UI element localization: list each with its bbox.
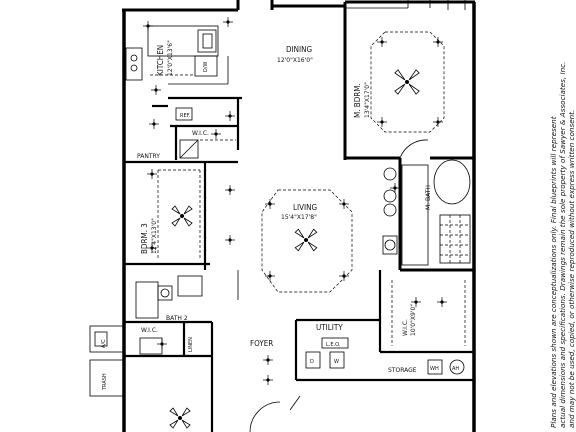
light-fixture-icon: [149, 119, 159, 129]
ref-label: REF.: [180, 113, 191, 119]
washer-label: W: [334, 359, 339, 365]
foyer-label: FOYER: [250, 339, 273, 348]
light-fixture-icon: [377, 117, 387, 127]
light-fixture-icon: [211, 129, 221, 139]
dw-label: D/W: [203, 61, 209, 72]
kitchen-size: 12'0"X13'6": [167, 40, 174, 76]
pantry-label: PANTRY: [137, 153, 160, 160]
trash-label: TRASH: [102, 373, 108, 391]
light-fixture-icon: [411, 297, 421, 307]
utility-label: UTILITY: [316, 323, 343, 332]
light-fixture-icon: [437, 297, 447, 307]
dining-room: DINING 12'0"X16'0": [277, 45, 313, 64]
hall-closets: REF. W.I.C. PANTRY: [124, 107, 238, 164]
kitchen: D/W KITCHEN 12'0"X13'6": [125, 25, 242, 150]
master-bedroom-size: 13'4"X17'0": [364, 82, 371, 118]
light-fixture-icon: [225, 111, 235, 121]
ac-label: A/C: [101, 339, 107, 348]
disclaimer-line-2: actual dimensions and specifications. Dr…: [558, 62, 567, 428]
shower-tile: [440, 215, 470, 263]
master-bedroom-fan-icon: [394, 69, 420, 95]
light-fixture-icon: [225, 185, 235, 195]
light-fixtures: [143, 17, 447, 385]
wh-label: WH: [430, 366, 439, 372]
light-fixture-icon: [223, 17, 233, 27]
wic-upper-label: W.I.C.: [192, 130, 209, 137]
living-size: 15'4"X17'8": [281, 214, 317, 221]
living-label: LIVING: [293, 203, 317, 212]
dining-label: DINING: [286, 45, 312, 54]
light-fixture-icon: [377, 37, 387, 47]
bedroom3-label: BDRM. 3: [140, 223, 149, 254]
master-wic: W.I.C. 10'0"X9'0": [378, 270, 474, 354]
storage: STORAGE WH AH: [380, 359, 474, 382]
light-fixture-icon: [225, 235, 235, 245]
light-fixture-icon: [157, 339, 167, 349]
linen-label: LINEN: [188, 337, 194, 352]
ah-label: AH: [452, 366, 459, 372]
bedroom3-fan-icon: [171, 205, 193, 227]
storage-label: STORAGE: [388, 367, 417, 374]
wic-lower-label: W.I.C.: [141, 327, 158, 334]
light-fixture-icon: [263, 355, 273, 365]
light-fixture-icon: [433, 37, 443, 47]
dining-size: 12'0"X16'0": [277, 57, 313, 64]
master-bedroom: M. BDRM. 13'4"X17'0": [353, 31, 445, 159]
disclaimer: Plans and elevations shown are conceptua…: [549, 62, 576, 428]
living-room: LIVING 15'4"X17'8": [237, 189, 353, 300]
light-fixture-icon: [433, 117, 443, 127]
master-wic-label: W.I.C.: [402, 319, 409, 336]
utility-room: UTILITY L.E.O. D W: [294, 318, 380, 382]
bedroom-3: BDRM. 3 12'4"X13'0": [124, 162, 210, 270]
kitchen-label: KITCHEN: [156, 45, 165, 76]
top-windows: [345, 0, 466, 10]
bath-2: BATH 2 W.I.C. LINEN: [124, 275, 212, 358]
disclaimer-line-3: and may not be used, copied, or otherwis…: [567, 110, 576, 428]
ac-pad: A/C TRASH: [89, 325, 125, 397]
light-fixture-icon: [143, 21, 153, 31]
light-fixture-icon: [147, 169, 157, 179]
light-fixture-icon: [151, 85, 161, 95]
living-fan-icon: [294, 228, 318, 252]
light-fixture-icon: [339, 271, 349, 281]
light-fixture-icon: [265, 271, 275, 281]
light-fixture-icon: [339, 199, 349, 209]
master-bath: M. BATH: [382, 159, 471, 266]
master-bedroom-label: M. BDRM.: [353, 83, 362, 118]
light-fixture-icon: [390, 183, 400, 193]
light-fixture-icon: [147, 243, 157, 253]
bedroom2-fan-icon: [169, 407, 191, 429]
master-bath-label: M. BATH: [425, 185, 432, 210]
light-fixture-icon: [265, 199, 275, 209]
bath2-label: BATH 2: [166, 315, 188, 322]
bedroom3-size: 12'4"X13'0": [151, 218, 158, 254]
disclaimer-line-1: Plans and elevations shown are conceptua…: [549, 115, 558, 428]
master-wic-size: 10'0"X9'0": [410, 304, 417, 336]
light-fixture-icon: [263, 375, 273, 385]
dryer-label: D: [310, 359, 314, 365]
leo-label: L.E.O.: [326, 342, 341, 348]
ceiling-fans: [169, 69, 420, 429]
foyer: FOYER: [210, 322, 301, 432]
